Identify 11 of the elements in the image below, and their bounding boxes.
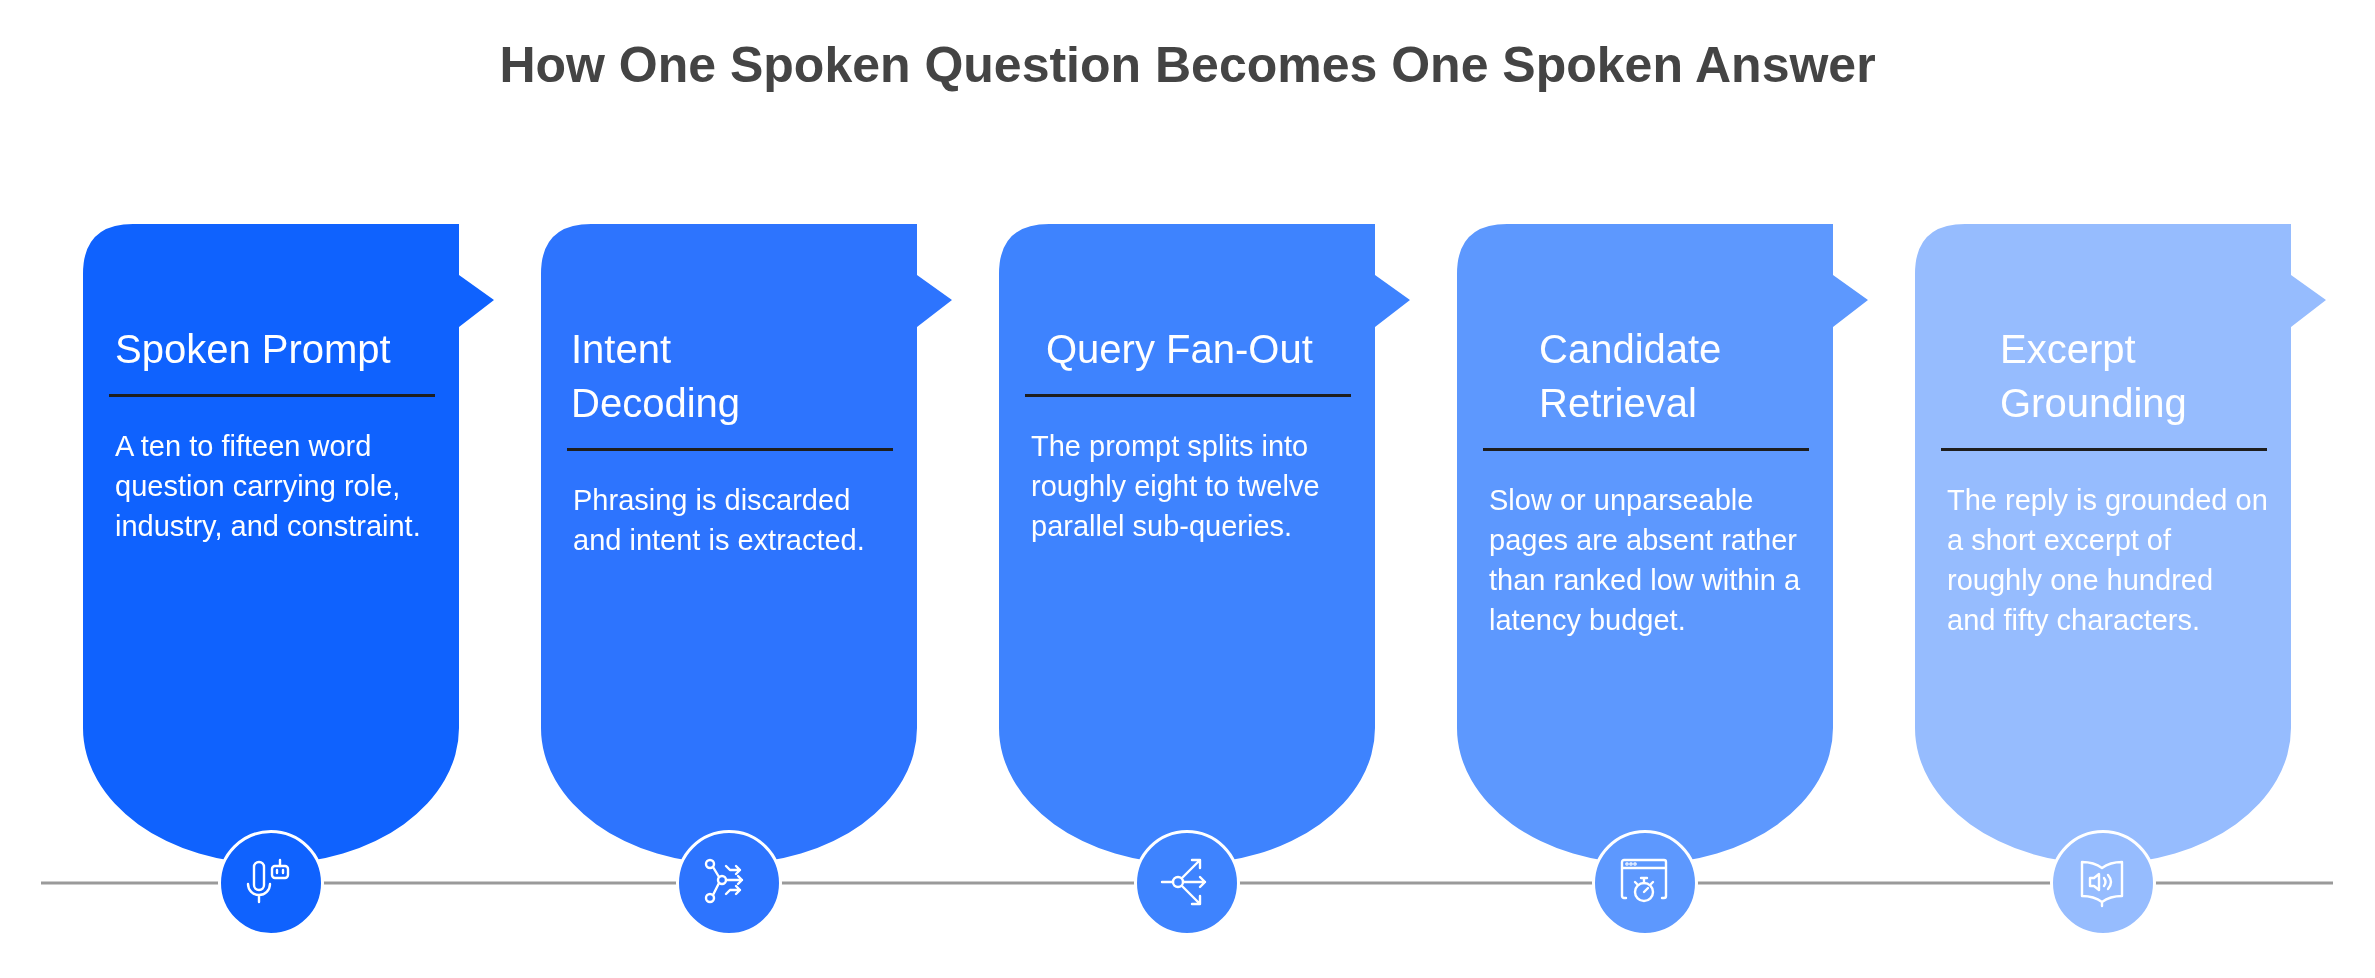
step-heading: Intent Decoding bbox=[571, 326, 741, 427]
step-description: The reply is grounded on a short excerpt of roughly one hundred and fifty characters. bbox=[1947, 483, 2269, 638]
step-description: Slow or unparseable pages are absent rather than ranked low within a latency budget. bbox=[1489, 483, 1802, 638]
step-heading: Candidate Retrieval bbox=[1539, 326, 1723, 427]
step-heading: Excerpt Grounding bbox=[2000, 326, 2188, 427]
step-description: The prompt splits into roughly eight to twelve parallel sub-queries. bbox=[1031, 429, 1321, 544]
step-description: A ten to fifteen word question carrying role, industry, and constraint. bbox=[115, 429, 422, 544]
step-heading: Query Fan-Out bbox=[1046, 326, 1314, 373]
diagram-title: How One Spoken Question Becomes One Spoken Answer bbox=[498, 36, 1877, 94]
step-description: Phrasing is discarded and intent is extracted. bbox=[573, 483, 866, 558]
step-heading: Spoken Prompt bbox=[115, 326, 392, 373]
